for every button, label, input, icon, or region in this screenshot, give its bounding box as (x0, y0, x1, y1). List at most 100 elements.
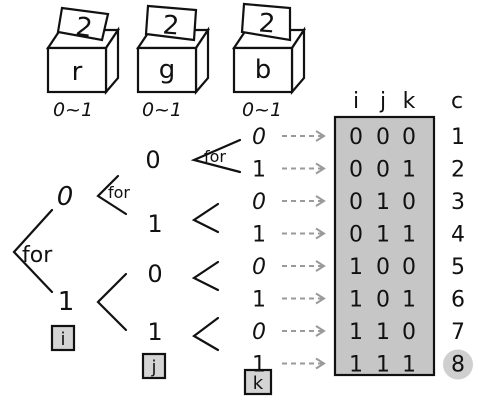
tag-k-label: k (253, 373, 264, 394)
table-cell: 1 (402, 223, 416, 248)
table-cell: 1 (376, 190, 390, 215)
k-value: 0 (252, 320, 266, 345)
table-cell: 1 (349, 320, 363, 345)
count-value: 8 (451, 353, 465, 378)
table-cell: 0 (402, 125, 416, 150)
branch-j-top (96, 174, 128, 216)
tag-j-label: j (150, 357, 156, 378)
for-label-k: for (204, 147, 226, 166)
arrow (282, 260, 326, 272)
count-value: 4 (451, 223, 465, 248)
count-value: 1 (451, 125, 465, 150)
count-value: 3 (451, 190, 465, 215)
table-cell: 0 (349, 158, 363, 183)
table-cell: 1 (376, 223, 390, 248)
j-value: 0 (145, 146, 160, 174)
tag-k: k (243, 368, 273, 396)
count-column: 1 2 3 4 5 6 7 8 (443, 125, 473, 380)
count-highlight (443, 349, 473, 380)
box-front-face (232, 46, 294, 94)
k-value-column: 0 1 0 1 0 1 0 1 (252, 125, 266, 378)
branch-i (12, 208, 54, 294)
table-cell: 0 (376, 158, 390, 183)
count-value: 6 (451, 288, 465, 313)
k-value: 1 (252, 353, 266, 378)
table-cell: 0 (376, 255, 390, 280)
box-range: 0~1 (242, 99, 282, 121)
box-label: g (159, 55, 176, 85)
j-value: 1 (147, 210, 162, 238)
table-cell: 1 (349, 353, 363, 378)
box-label: r (72, 57, 83, 87)
box-card (240, 2, 292, 42)
count-value: 2 (451, 158, 465, 183)
tag-j: j (141, 352, 167, 380)
result-table-bg (333, 115, 436, 377)
arrow (282, 227, 326, 240)
for-label-j: for (108, 183, 130, 202)
box-card (56, 6, 110, 42)
count-value: 7 (451, 320, 465, 345)
table-cell: 0 (376, 288, 390, 313)
table-cell: 0 (402, 320, 416, 345)
table-header-j: j (379, 89, 386, 114)
table-cell: 1 (402, 158, 416, 183)
branch-j-bottom (96, 272, 128, 332)
loop-tree (12, 138, 242, 352)
arrow (282, 162, 326, 175)
branch-k-1 (190, 138, 242, 174)
k-value: 1 (252, 223, 266, 248)
k-value: 0 (252, 190, 266, 215)
branch-k-2 (191, 202, 220, 234)
k-value: 1 (252, 288, 266, 313)
table-cell: 0 (349, 190, 363, 215)
box-card (144, 4, 198, 42)
table-cell: 0 (402, 190, 416, 215)
i-value: 1 (58, 287, 75, 317)
tag-i-label: i (60, 329, 65, 350)
table-cell: 0 (349, 125, 363, 150)
k-value: 0 (252, 125, 266, 150)
table-cell: 1 (349, 288, 363, 313)
box-card-number: 2 (162, 10, 181, 41)
table-cell: 1 (376, 320, 390, 345)
box-r: 2 r 0~1 (45, 6, 121, 121)
table-cell: 0 (349, 223, 363, 248)
table-header-k: k (403, 89, 416, 114)
box-front-face (136, 46, 198, 94)
arrow (282, 357, 326, 370)
box-range: 0~1 (53, 99, 93, 121)
arrow (282, 195, 326, 207)
box-g: 2 g 0~1 (135, 4, 211, 121)
box-label: b (255, 55, 272, 85)
k-value: 1 (252, 158, 266, 183)
count-header: c (451, 89, 463, 114)
i-value: 0 (57, 182, 74, 212)
table-header-i: i (353, 89, 359, 114)
table-cell: 1 (376, 353, 390, 378)
box-front-face (46, 46, 108, 94)
count-value: 5 (451, 255, 465, 280)
table-cell: 1 (402, 288, 416, 313)
for-label-i: for (22, 243, 53, 268)
branch-k-4 (192, 316, 220, 352)
arrow (282, 130, 326, 142)
table-cell: 1 (349, 255, 363, 280)
j-value: 0 (147, 260, 162, 288)
arrow-column (282, 130, 326, 370)
table-cell: 1 (402, 353, 416, 378)
arrow (282, 325, 326, 337)
box-card-number: 2 (74, 12, 95, 44)
box-range: 0~1 (142, 99, 182, 121)
box-card-number: 2 (258, 8, 277, 39)
k-value: 0 (252, 255, 266, 280)
